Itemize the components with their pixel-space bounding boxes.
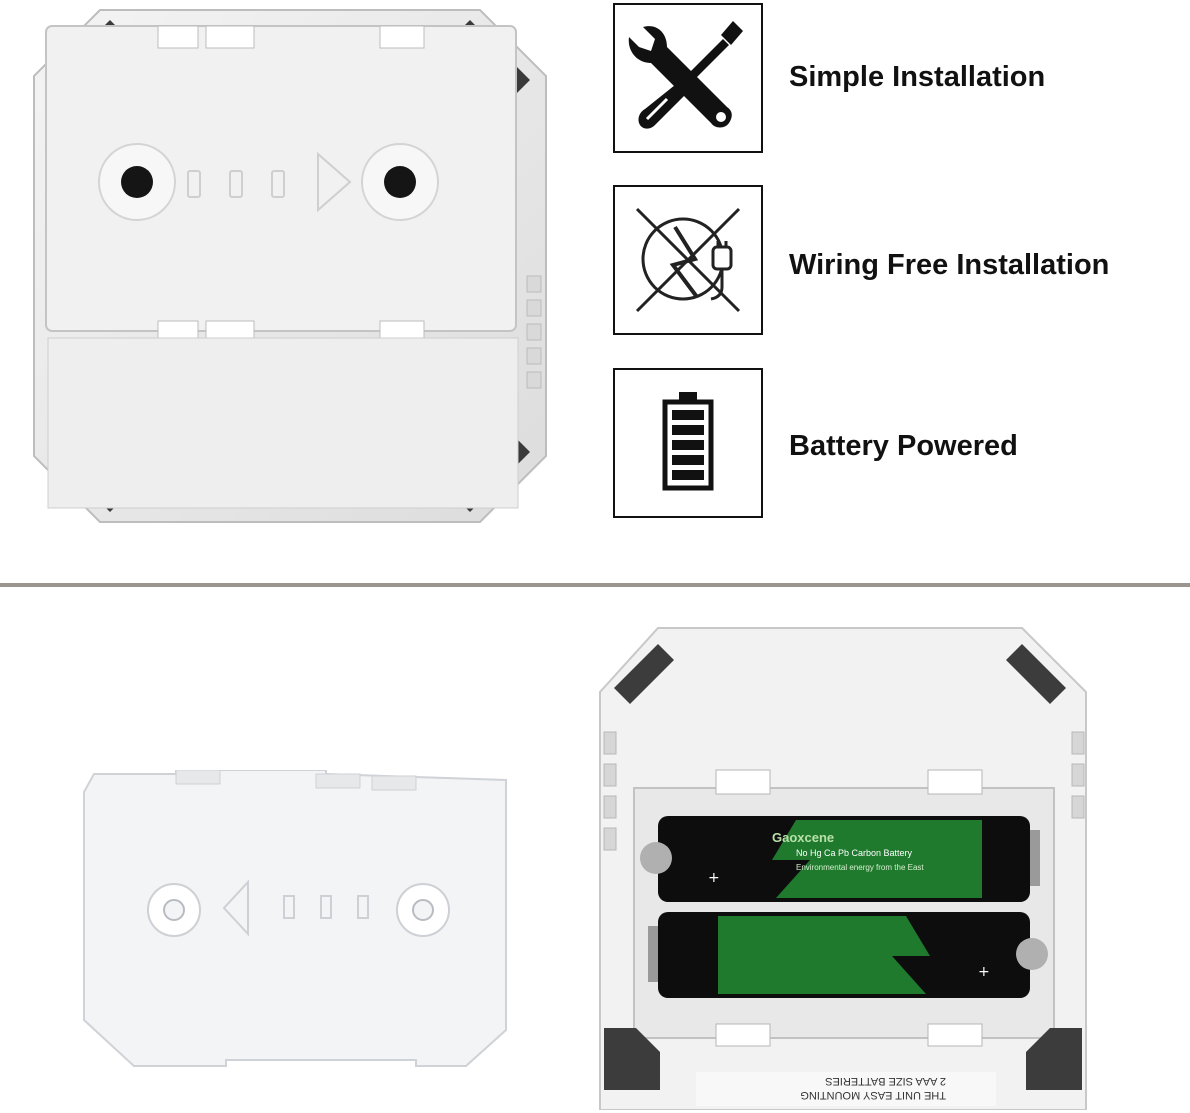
feature-icon-box-installation [613, 3, 763, 153]
svg-text:2 AAA SIZE BATTERIES: 2 AAA SIZE BATTERIES [825, 1075, 946, 1087]
svg-text:Environmental energy from the: Environmental energy from the East [796, 863, 924, 872]
section-divider [0, 583, 1190, 587]
feature-label-wiring: Wiring Free Installation [789, 249, 1110, 281]
svg-text:No Hg Ca Pb Carbon Battery: No Hg Ca Pb Carbon Battery [796, 848, 913, 858]
feature-label-battery: Battery Powered [789, 430, 1018, 462]
svg-text:+: + [708, 870, 720, 886]
battery-cover-photo [76, 770, 518, 1070]
feature-icon-box-battery [613, 368, 763, 518]
svg-text:THE UNIT EASY MOUNTING: THE UNIT EASY MOUNTING [800, 1089, 946, 1101]
device-back-photo [30, 6, 550, 526]
no-wiring-icon [635, 207, 741, 313]
feature-label-installation: Simple Installation [789, 61, 1046, 93]
open-device-photo: + Gaoxcene No Hg Ca Pb Carbon Battery En… [596, 624, 1090, 1110]
svg-text:+: + [978, 964, 990, 980]
battery-icon [662, 392, 714, 491]
battery-top: + Gaoxcene No Hg Ca Pb Carbon Battery En… [640, 816, 1040, 902]
svg-text:Gaoxcene: Gaoxcene [772, 830, 834, 845]
feature-icon-box-wiring [613, 185, 763, 335]
wrench-screwdriver-icon [628, 21, 743, 129]
battery-bottom: + [648, 912, 1048, 998]
